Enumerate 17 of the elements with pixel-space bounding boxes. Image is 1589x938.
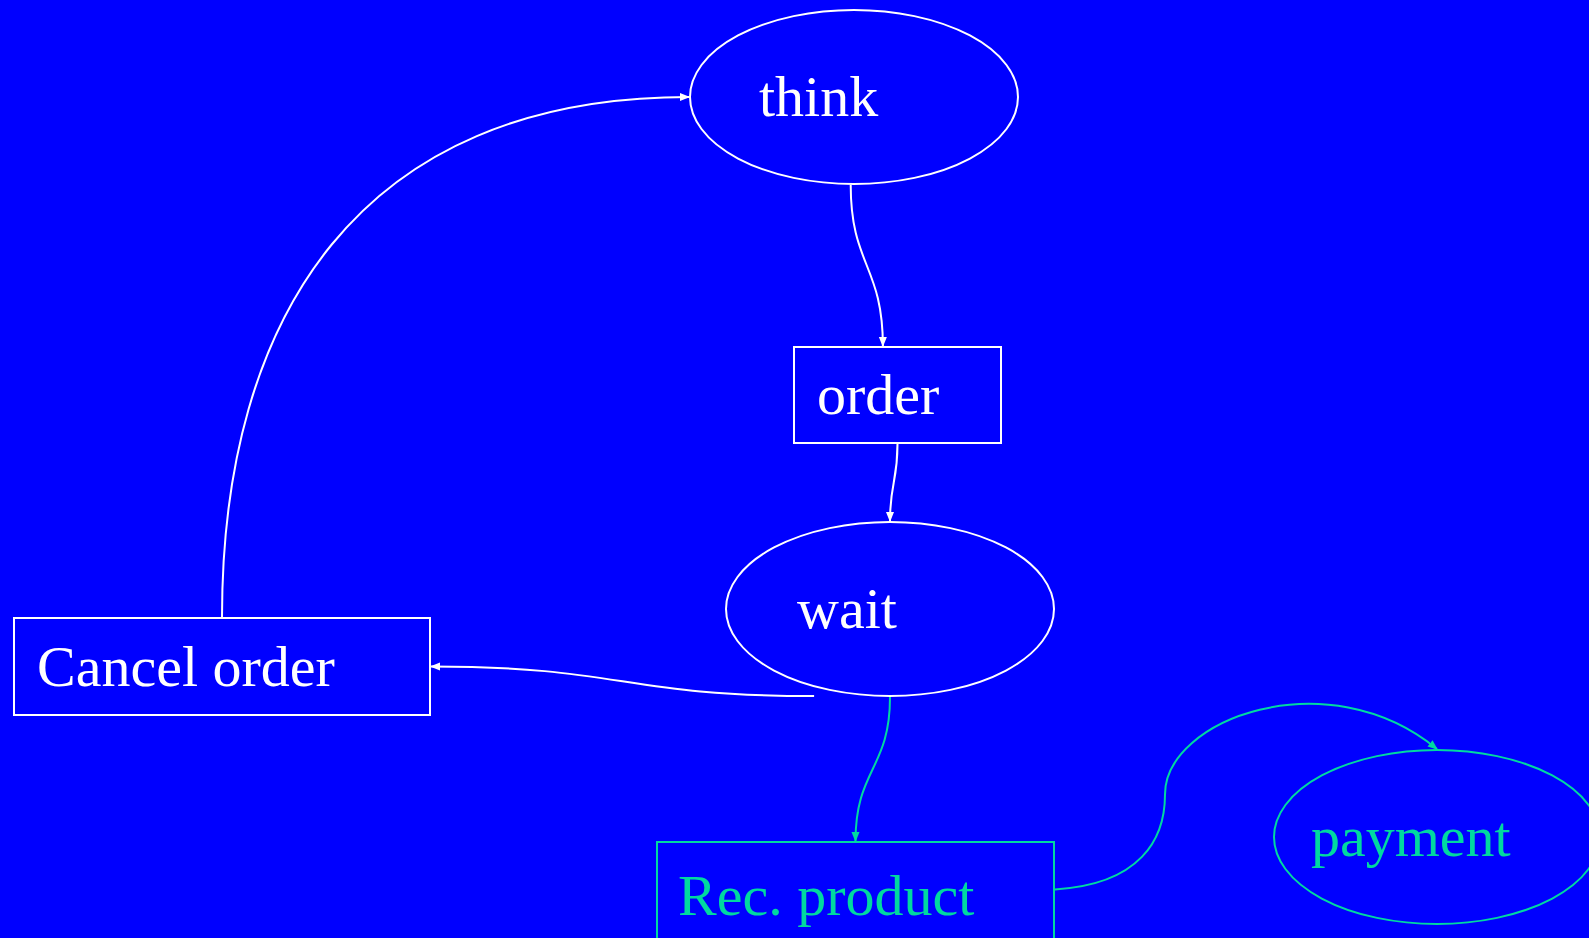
node-label: Cancel order (37, 637, 335, 696)
arrow (851, 696, 891, 842)
arrow (886, 443, 899, 522)
process-box (13, 617, 431, 716)
arrow (221, 93, 690, 618)
node-label: payment (1311, 808, 1511, 866)
arrow (849, 184, 887, 347)
arrow (430, 662, 816, 698)
arrow (1054, 703, 1438, 891)
node-label: wait (797, 580, 897, 638)
process-box (793, 346, 1002, 444)
node-label: Rec. product (678, 867, 975, 925)
ellipse-node (689, 9, 1019, 185)
node-label: order (817, 366, 940, 424)
node-label: think (759, 68, 879, 126)
process-box (656, 841, 1055, 938)
ellipse-node (725, 521, 1055, 697)
